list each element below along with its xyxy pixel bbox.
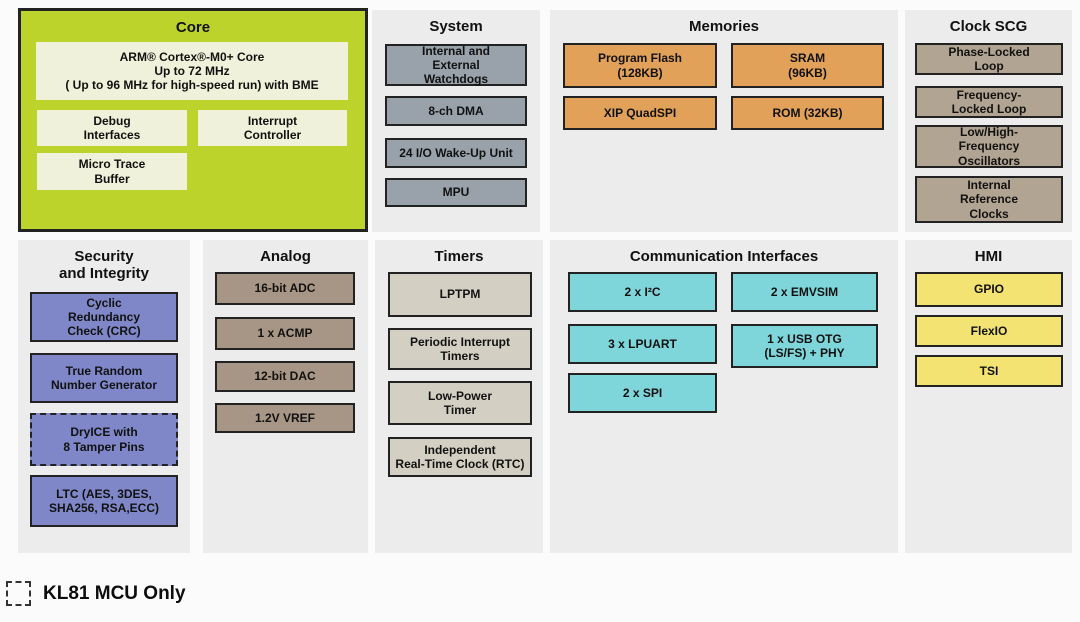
block-xip-quadspi: XIP QuadSPI xyxy=(563,96,717,130)
block-crc: Cyclic Redundancy Check (CRC) xyxy=(30,292,178,342)
block-2x-spi: 2 x SPI xyxy=(568,373,717,413)
block-rom: ROM (32KB) xyxy=(731,96,884,130)
panel-system: System Internal and External Watchdogs 8… xyxy=(372,10,540,232)
block-12bit-dac: 12-bit DAC xyxy=(215,361,355,392)
block-lptpm: LPTPM xyxy=(388,272,532,317)
block-2x-emvsim: 2 x EMVSIM xyxy=(731,272,878,312)
panel-hmi-title: HMI xyxy=(974,248,1003,265)
block-2x-i2c: 2 x I²C xyxy=(568,272,717,312)
block-vref: 1.2V VREF xyxy=(215,403,355,433)
block-internal-external-watchdogs: Internal and External Watchdogs xyxy=(385,44,527,86)
block-24-io-wakeup-unit: 24 I/O Wake-Up Unit xyxy=(385,138,527,168)
block-phase-locked-loop: Phase-Locked Loop xyxy=(915,43,1063,75)
panel-system-title: System xyxy=(429,18,483,35)
legend: KL81 MCU Only xyxy=(6,581,186,606)
legend-dashed-box-icon xyxy=(6,581,31,606)
panel-timers: Timers LPTPM Periodic Interrupt Timers L… xyxy=(375,240,543,553)
block-low-high-frequency-oscillators: Low/High- Frequency Oscillators xyxy=(915,125,1063,168)
block-true-random-number-generator: True Random Number Generator xyxy=(30,353,178,403)
block-independent-rtc: Independent Real-Time Clock (RTC) xyxy=(388,437,532,477)
panel-clock-scg: Clock SCG Phase-Locked Loop Frequency- L… xyxy=(905,10,1072,232)
block-tsi: TSI xyxy=(915,355,1063,387)
block-8ch-dma: 8-ch DMA xyxy=(385,96,527,126)
panel-timers-title: Timers xyxy=(434,248,484,265)
panel-memories: Memories Program Flash (128KB) SRAM (96K… xyxy=(550,10,898,232)
block-frequency-locked-loop: Frequency- Locked Loop xyxy=(915,86,1063,118)
block-mpu: MPU xyxy=(385,178,527,207)
block-3x-lpuart: 3 x LPUART xyxy=(568,324,717,364)
panel-clock-scg-title: Clock SCG xyxy=(949,18,1028,35)
block-gpio: GPIO xyxy=(915,272,1063,307)
block-dryice-tamper-pins: DryICE with 8 Tamper Pins xyxy=(30,413,178,466)
panel-analog: Analog 16-bit ADC 1 x ACMP 12-bit DAC 1.… xyxy=(203,240,368,553)
panel-security-integrity-title: Security and Integrity xyxy=(58,248,149,282)
block-low-power-timer: Low-Power Timer xyxy=(388,381,532,425)
block-flexio: FlexIO xyxy=(915,315,1063,347)
block-arm-cortex-m0-core: ARM® Cortex®-M0+ Core Up to 72 MHz ( Up … xyxy=(36,42,348,100)
panel-communication-interfaces: Communication Interfaces 2 x I²C 2 x EMV… xyxy=(550,240,898,553)
block-periodic-interrupt-timers: Periodic Interrupt Timers xyxy=(388,328,532,370)
panel-core-title: Core xyxy=(175,19,211,36)
legend-label: KL81 MCU Only xyxy=(43,582,186,604)
block-ltc-crypto: LTC (AES, 3DES, SHA256, RSA,ECC) xyxy=(30,475,178,527)
panel-hmi: HMI GPIO FlexIO TSI xyxy=(905,240,1072,553)
block-debug-interfaces: Debug Interfaces xyxy=(37,110,187,146)
panel-analog-title: Analog xyxy=(260,248,311,265)
block-interrupt-controller: Interrupt Controller xyxy=(198,110,347,146)
panel-communication-interfaces-title: Communication Interfaces xyxy=(629,248,819,265)
panel-memories-title: Memories xyxy=(688,18,760,35)
block-micro-trace-buffer: Micro Trace Buffer xyxy=(37,153,187,190)
panel-core: Core ARM® Cortex®-M0+ Core Up to 72 MHz … xyxy=(18,8,368,232)
block-internal-reference-clocks: Internal Reference Clocks xyxy=(915,176,1063,223)
block-program-flash: Program Flash (128KB) xyxy=(563,43,717,88)
block-acmp: 1 x ACMP xyxy=(215,317,355,350)
panel-security-integrity: Security and Integrity Cyclic Redundancy… xyxy=(18,240,190,553)
block-usb-otg-phy: 1 x USB OTG (LS/FS) + PHY xyxy=(731,324,878,368)
block-16bit-adc: 16-bit ADC xyxy=(215,272,355,305)
block-sram: SRAM (96KB) xyxy=(731,43,884,88)
